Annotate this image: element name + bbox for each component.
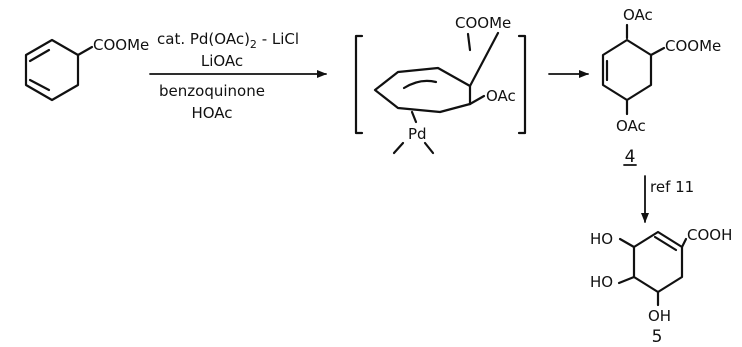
- product-4: OAc COOMe OAc 4: [601, 6, 721, 167]
- oac-bond: [468, 94, 486, 106]
- starting-material: COOMe: [24, 36, 149, 102]
- p4-ring: [601, 38, 653, 102]
- coome-bond: [466, 32, 472, 52]
- intermediate-pd-label: Pd: [408, 125, 427, 143]
- p5-ho-top-label: HO: [590, 230, 613, 248]
- intermediate-ring: [373, 31, 500, 114]
- start-double-bond-lower: [28, 78, 51, 92]
- condition-licl: - LiCl: [257, 30, 299, 48]
- pd-bond: [410, 110, 418, 124]
- p4-ester-bond: [649, 46, 666, 57]
- bracket-right: [517, 34, 527, 135]
- p5-oh-label: OH: [648, 307, 671, 325]
- p4-compound-number: 4: [625, 147, 636, 167]
- intermediate-coome-label: COOMe: [455, 14, 511, 32]
- step-2-label: ref 11: [650, 178, 694, 196]
- step-2: ref 11: [641, 175, 694, 223]
- condition-line-1: cat. Pd(OAc)2 - LiCl: [157, 30, 299, 51]
- product-5: COOH HO HO OH 5: [590, 226, 732, 347]
- p5-ring: [632, 230, 684, 294]
- condition-line-3: benzoquinone: [159, 82, 265, 100]
- condition-subscript: 2: [250, 38, 257, 51]
- allyl-arc: [402, 79, 438, 90]
- condition-catalyst: cat. Pd(OAc): [157, 30, 250, 48]
- pi-allyl-intermediate: COOMe OAc Pd: [354, 14, 527, 155]
- condition-line-2: LiOAc: [201, 52, 243, 70]
- bracket-left: [354, 34, 364, 135]
- p5-ho-bottom-bond: [617, 275, 636, 285]
- start-coome-label: COOMe: [93, 36, 149, 54]
- pd-ligand-right: [423, 141, 435, 155]
- p5-ho-bottom-label: HO: [590, 273, 613, 291]
- start-ring: [24, 38, 80, 102]
- reaction-conditions: cat. Pd(OAc)2 - LiCl LiOAc benzoquinone …: [149, 30, 327, 122]
- start-ester-bond: [76, 45, 94, 57]
- p5-acid-bond: [680, 237, 688, 249]
- p5-double-bond: [653, 235, 678, 252]
- p4-oac-bottom-label: OAc: [616, 117, 646, 135]
- p5-compound-number: 5: [652, 327, 663, 347]
- p4-coome-label: COOMe: [665, 37, 721, 55]
- start-double-bond-upper: [28, 48, 51, 63]
- pd-ligand-left: [392, 141, 405, 155]
- intermediate-oac-label: OAc: [486, 87, 516, 105]
- p5-cooh-label: COOH: [687, 226, 732, 244]
- condition-line-4: HOAc: [191, 104, 232, 122]
- p5-ho-top-bond: [618, 237, 636, 249]
- p4-oac-top-label: OAc: [623, 6, 653, 24]
